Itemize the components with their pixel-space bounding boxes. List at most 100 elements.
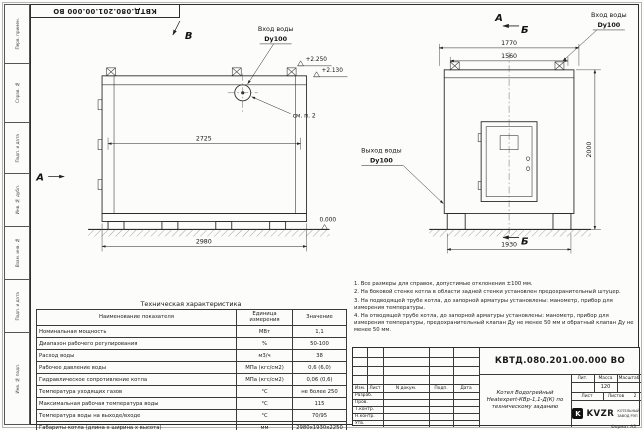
furnace-door — [477, 121, 538, 202]
row-name: Диапазон рабочего регулирования — [36, 337, 237, 350]
row-name: Расход воды — [36, 349, 237, 362]
grid-line — [571, 382, 641, 383]
scale-label: Масштаб — [618, 375, 640, 381]
row-name: Максимальная рабочая температура воды — [36, 397, 237, 410]
see-note-label: см. п. 2 — [293, 113, 316, 120]
dim-width-outer: 1770 — [501, 40, 517, 47]
grid-line — [353, 392, 479, 393]
format-label: Формат А3 — [610, 425, 636, 430]
grid-line — [603, 392, 604, 400]
top-fitting-valve — [286, 67, 297, 77]
elevation-top-2: +2.130 — [322, 68, 344, 74]
view-a-arrow-label: А — [35, 173, 44, 184]
company-subtitle-line: ЗАВОД РЭП — [617, 413, 638, 418]
lit-label: Лит. — [577, 375, 588, 381]
margin-label: Подп. и дата — [14, 133, 20, 163]
end-view-labels: А Б Б Вход воды Dy100 Выход воды Dy100 — [361, 11, 627, 247]
front-view-labels: Вход воды Dy100 см. п. 2 В А — [35, 20, 316, 184]
grid-line — [353, 375, 479, 376]
inlet-label: Вход воды — [258, 25, 294, 33]
view-b-label: В — [185, 31, 193, 42]
margin-label: Инв. № дубл. — [14, 185, 20, 215]
dim-inner-length: 2725 — [196, 136, 212, 143]
top-fitting-valve — [231, 67, 242, 77]
row-name: Температура воды на выходе/входе — [36, 409, 237, 422]
col-data: Дата — [460, 385, 472, 391]
row-value: 70/95 — [292, 409, 347, 422]
kvzr-logo-icon: K — [572, 408, 584, 419]
row-unit: °С — [236, 385, 293, 398]
section-b-top: Б — [521, 25, 529, 36]
grid-line — [383, 348, 384, 427]
margin-box: Взам. инв. № — [5, 227, 29, 280]
company-subtitle: КОТЕЛЬНЫЙ ЗАВОД РЭП — [617, 409, 639, 417]
row-unit: °С — [236, 397, 293, 410]
row-name: Температура уходящих газов — [36, 385, 237, 398]
company-subtitle-line: КОТЕЛЬНЫЙ — [617, 409, 640, 414]
table-row: Диапазон рабочего регулирования%50-100 — [36, 337, 347, 350]
margin-box: Подп. и дата — [5, 123, 29, 174]
col-unit: Единица измерения — [236, 309, 293, 326]
product-line: Heatexpert-КВр-1,1-Д(К) по — [486, 397, 564, 404]
company-name: KVZR — [586, 408, 615, 419]
margin-box: Справ. № — [5, 64, 29, 123]
product-line: техническому заданию — [491, 403, 559, 410]
note-item: 2. На боковой стенке котла в области зад… — [354, 289, 621, 296]
outlet-label: Выход воды — [361, 147, 402, 155]
grid-line — [571, 400, 641, 401]
ground-hatch — [88, 229, 330, 237]
company-logo: K KVZR КОТЕЛЬНЫЙ ЗАВОД РЭП — [571, 400, 641, 427]
elevation-mark-icon — [313, 71, 320, 78]
notes-block: 1. Все размеры для справок, допустимые о… — [354, 281, 638, 335]
row-unit: МПа (кгс/см2) — [236, 373, 293, 386]
tech-table: Наименование показателя Единица измерени… — [36, 309, 347, 430]
section-b-bottom: Б — [521, 236, 529, 247]
row-unit: МВт — [236, 325, 293, 338]
row-unit: °С — [236, 409, 293, 422]
inlet-dn-label-right: Dy100 — [597, 21, 620, 29]
tech-table-title: Техническая характеристика — [140, 300, 242, 308]
row-value: 0,06 (0,6) — [292, 373, 347, 386]
table-row: Габариты котла (длина х ширина х высота)… — [36, 421, 347, 430]
col-name: Наименование показателя — [36, 309, 237, 326]
title-block: Изм. Лист N докум. Подп. Дата Разраб. Пр… — [352, 347, 641, 427]
elevation-mark-icon — [321, 223, 328, 230]
grid-line — [367, 348, 368, 392]
elevation-zero: 0.000 — [320, 217, 337, 223]
row-name: Номинальная мощность — [36, 325, 237, 338]
role-tkontr: Т.контр. — [355, 407, 375, 412]
margin-box: Подп. и дата — [5, 280, 29, 333]
sheet-label: Лист — [581, 393, 593, 399]
note-item: 3. На подводящей трубе котла, до запорно… — [354, 297, 613, 311]
stamp-doc-number: КВТД.080.201.00.000 ВО — [494, 356, 626, 366]
margin-label: Инв. № подл. — [14, 363, 20, 394]
margin-label: Справ. № — [14, 82, 20, 104]
margin-label: Взам. инв. № — [14, 238, 20, 268]
grid-line — [429, 348, 430, 427]
inlet-label-right: Вход воды — [591, 11, 627, 19]
grid-line — [353, 406, 479, 407]
grid-line — [353, 420, 479, 421]
row-unit: мм — [236, 421, 293, 430]
row-name: Рабочее давление воды — [36, 361, 237, 374]
elevation-mark-icon — [297, 60, 305, 67]
tech-table-header: Наименование показателя Единица измерени… — [36, 309, 347, 326]
boiler-front-view — [88, 67, 330, 237]
col-podp: Подп. — [434, 385, 448, 391]
margin-box: Перв. примен. — [5, 5, 29, 64]
top-fitting-valve — [449, 61, 460, 71]
end-view-dimensions: 1770 1560 2000 1930 — [438, 40, 601, 254]
top-fitting-valve — [106, 67, 116, 77]
grid-line — [353, 399, 479, 400]
grid-line — [353, 357, 479, 358]
role-razrab: Разраб. — [355, 393, 373, 398]
grid-line — [453, 348, 454, 427]
top-doc-number-box: КВТД.080.201.00.000 ВО — [30, 4, 180, 18]
